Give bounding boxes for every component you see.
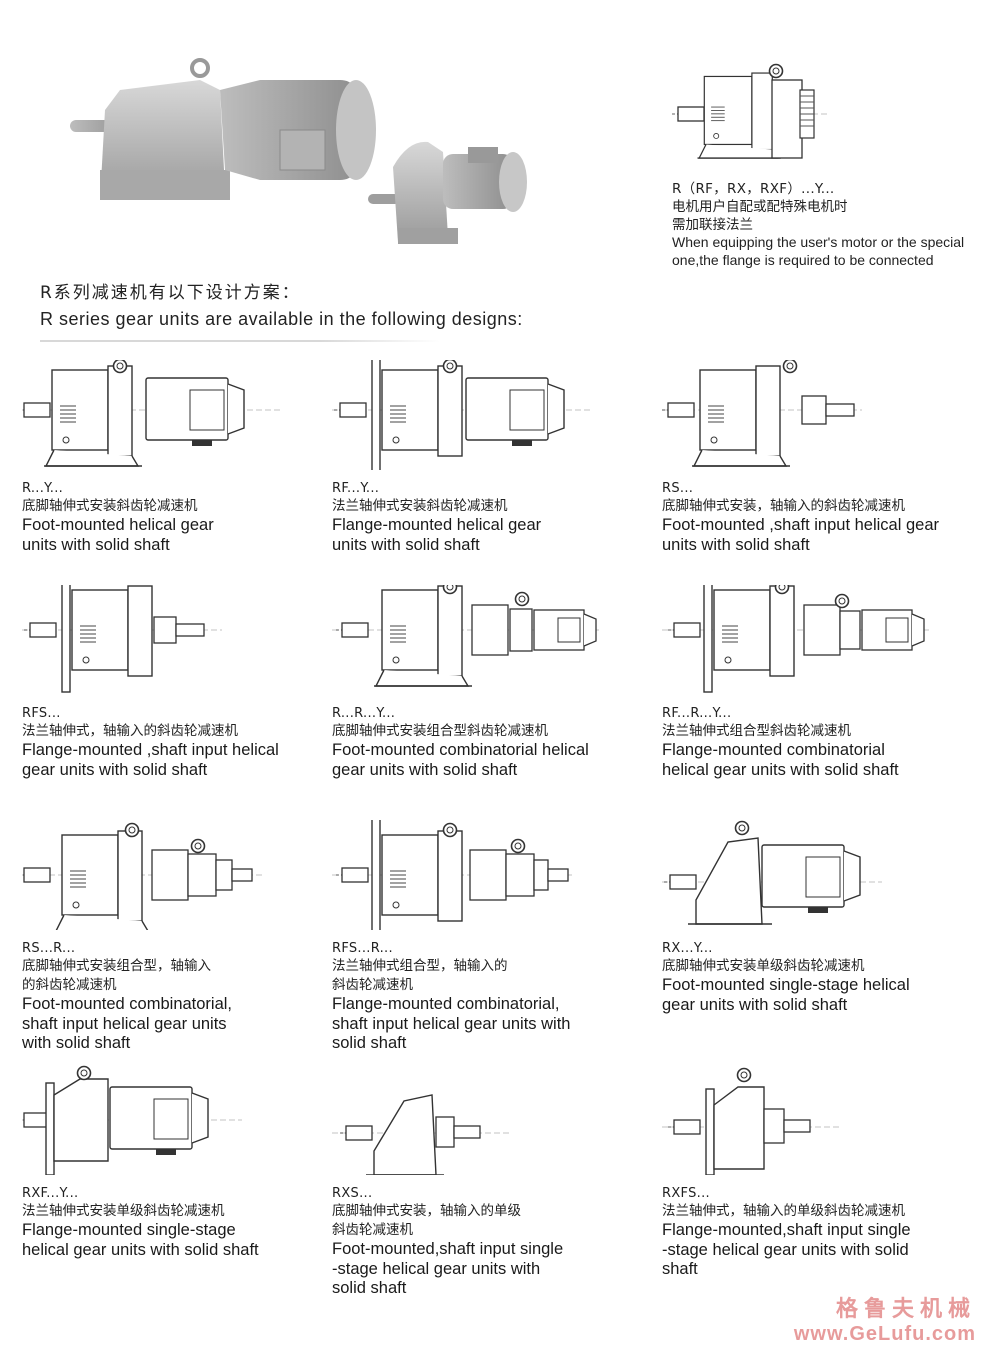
drawing-flange-mounted-combinatorial (662, 585, 932, 695)
design-code: RXS... (332, 1186, 373, 1201)
design-zh: 底脚轴伸式安装，轴输入的单级 (332, 1203, 521, 1219)
design-en-line1: Flange-mounted,shaft input single (662, 1221, 911, 1239)
drawing-foot-mounted-single-stage (662, 820, 882, 925)
design-en-line2: -stage helical gear units with (332, 1259, 541, 1278)
design-zh-line2: 的斜齿轮减速机 (22, 977, 117, 993)
drawing-flange-mounted-single-stage (22, 1065, 242, 1175)
design-code: RXFS... (662, 1186, 710, 1201)
callout-en: When equipping the user's motor or the s… (672, 234, 965, 268)
design-rxfs: RXFS... 法兰轴伸式，轴输入的单级斜齿轮减速机 Flange-mounte… (662, 1065, 967, 1280)
watermark-url: www.GeLufu.com (793, 1323, 976, 1345)
gear-motor-photo-small (368, 141, 527, 244)
design-r-y: R...Y... 底脚轴伸式安装斜齿轮减速机 Foot-mounted heli… (22, 360, 327, 555)
gear-motor-photo-large (70, 58, 376, 200)
design-zh: 底脚轴伸式安装，轴输入的斜齿轮减速机 (662, 498, 905, 514)
drawing-foot-mounted-single-stage-shaft-input (332, 1094, 512, 1175)
design-code: RX...Y... (662, 941, 713, 956)
design-zh: 底脚轴伸式安装斜齿轮减速机 (22, 498, 198, 514)
callout-code: R（RF，RX，RXF）...Y... (672, 181, 835, 197)
design-rs-r: RS...R... 底脚轴伸式安装组合型，轴输入 的斜齿轮减速机 Foot-mo… (22, 820, 327, 1054)
drawing-foot-mounted-shaft-input (662, 360, 862, 470)
intro-heading-zh: R系列减速机有以下设计方案： (40, 283, 301, 303)
design-rxf-y: RXF...Y... 法兰轴伸式安装单级斜齿轮减速机 Flange-mounte… (22, 1065, 327, 1260)
intro-heading-en: R series gear units are available in the… (40, 309, 523, 329)
design-en-line1: Foot-mounted helical gear (22, 516, 214, 534)
design-rx-y: RX...Y... 底脚轴伸式安装单级斜齿轮减速机 Foot-mounted s… (662, 820, 967, 1015)
drawing-flange-mounted-combinatorial-shaft-input (332, 820, 572, 930)
design-code: RFS...R... (332, 941, 393, 956)
watermark-zh: 格鲁夫机械 (835, 1297, 976, 1322)
drawing-foot-mounted-combinatorial-shaft-input (22, 822, 262, 930)
design-en-line1: Foot-mounted combinatorial helical (332, 741, 589, 759)
design-zh: 法兰轴伸式安装单级斜齿轮减速机 (22, 1203, 225, 1219)
drawing-foot-mounted-combinatorial (332, 585, 602, 695)
design-rf-y: RF...Y... 法兰轴伸式安装斜齿轮减速机 Flange-mounted h… (332, 360, 637, 555)
design-en-line2: gear units with solid shaft (332, 760, 518, 779)
drawing-flange-mounted-motor (332, 360, 592, 470)
callout-drawing-flange-coupling (672, 63, 827, 177)
design-en-line2: helical gear units with solid shaft (662, 760, 899, 779)
design-zh: 法兰轴伸式，轴输入的斜齿轮减速机 (22, 723, 238, 739)
design-en-line3: with solid shaft (22, 1034, 131, 1052)
design-zh: 底脚轴伸式安装组合型斜齿轮减速机 (332, 723, 548, 739)
design-zh-line2: 斜齿轮减速机 (332, 1222, 413, 1238)
design-zh: 底脚轴伸式安装组合型，轴输入 (22, 958, 211, 974)
design-code: R...R...Y... (332, 706, 396, 721)
design-en-line2: helical gear units with solid shaft (22, 1240, 259, 1259)
design-rs: RS... 底脚轴伸式安装，轴输入的斜齿轮减速机 Foot-mounted ,s… (662, 360, 967, 555)
design-en-line1: Foot-mounted single-stage helical (662, 976, 910, 994)
intro-heading: R系列减速机有以下设计方案： R series gear units are a… (40, 280, 660, 332)
design-en-line1: Foot-mounted ,shaft input helical gear (662, 516, 939, 534)
callout-zh-line1: 电机用户自配或配特殊电机时 (672, 199, 848, 215)
design-en-line3: solid shaft (332, 1279, 407, 1297)
design-en-line1: Foot-mounted,shaft input single (332, 1240, 564, 1258)
design-rfs: RFS... 法兰轴伸式，轴输入的斜齿轮减速机 Flange-mounted ,… (22, 585, 327, 780)
design-en-line2: gear units with solid shaft (22, 760, 208, 779)
design-rf-r-y: RF...R...Y... 法兰轴伸式组合型斜齿轮减速机 Flange-moun… (662, 585, 967, 780)
design-code: R...Y... (22, 481, 64, 496)
drawing-foot-mounted-motor (22, 360, 282, 470)
design-en-line1: Flange-mounted combinatorial, (332, 995, 560, 1013)
design-en-line2: units with solid shaft (662, 535, 810, 554)
design-en-line2: gear units with solid shaft (662, 995, 848, 1014)
design-en-line2: shaft input helical gear units (22, 1014, 227, 1033)
design-rfs-r: RFS...R... 法兰轴伸式组合型，轴输入的 斜齿轮减速机 Flange-m… (332, 820, 637, 1054)
callout-zh-line2: 需加联接法兰 (672, 217, 753, 233)
design-zh: 法兰轴伸式组合型斜齿轮减速机 (662, 723, 851, 739)
design-en-line1: Flange-mounted ,shaft input helical (22, 741, 279, 759)
flange-coupling-note: R（RF，RX，RXF）...Y... 电机用户自配或配特殊电机时 需加联接法兰… (672, 180, 992, 269)
design-code: RS...R... (22, 941, 76, 956)
design-en-line2: -stage helical gear units with solid (662, 1240, 909, 1259)
design-en-line1: Flange-mounted single-stage (22, 1221, 236, 1239)
design-code: RS... (662, 481, 694, 496)
design-zh: 法兰轴伸式组合型，轴输入的 (332, 958, 508, 974)
design-en-line1: Flange-mounted combinatorial (662, 741, 885, 759)
design-en-line1: Flange-mounted helical gear (332, 516, 542, 534)
design-en-line2: units with solid shaft (22, 535, 170, 554)
design-en-line1: Foot-mounted combinatorial, (22, 995, 233, 1013)
design-en-line3: solid shaft (332, 1034, 407, 1052)
design-en-line3: shaft (662, 1260, 698, 1278)
watermark: 格鲁夫机械 www.GeLufu.com (794, 1291, 976, 1346)
design-zh: 法兰轴伸式，轴输入的单级斜齿轮减速机 (662, 1203, 905, 1219)
drawing-flange-mounted-single-stage-shaft-input (662, 1067, 842, 1175)
design-en-line2: units with solid shaft (332, 535, 480, 554)
design-zh-line2: 斜齿轮减速机 (332, 977, 413, 993)
design-code: RF...R...Y... (662, 706, 732, 721)
design-code: RFS... (22, 706, 61, 721)
drawing-flange-mounted-shaft-input (22, 585, 222, 695)
design-en-line2: shaft input helical gear units with (332, 1014, 571, 1033)
design-code: RF...Y... (332, 481, 380, 496)
design-code: RXF...Y... (22, 1186, 79, 1201)
design-r-r-y: R...R...Y... 底脚轴伸式安装组合型斜齿轮减速机 Foot-mount… (332, 585, 637, 780)
design-rxs: RXS... 底脚轴伸式安装，轴输入的单级 斜齿轮减速机 Foot-mounte… (332, 1065, 637, 1299)
design-zh: 法兰轴伸式安装斜齿轮减速机 (332, 498, 508, 514)
design-zh: 底脚轴伸式安装单级斜齿轮减速机 (662, 958, 865, 974)
section-divider (40, 340, 440, 342)
